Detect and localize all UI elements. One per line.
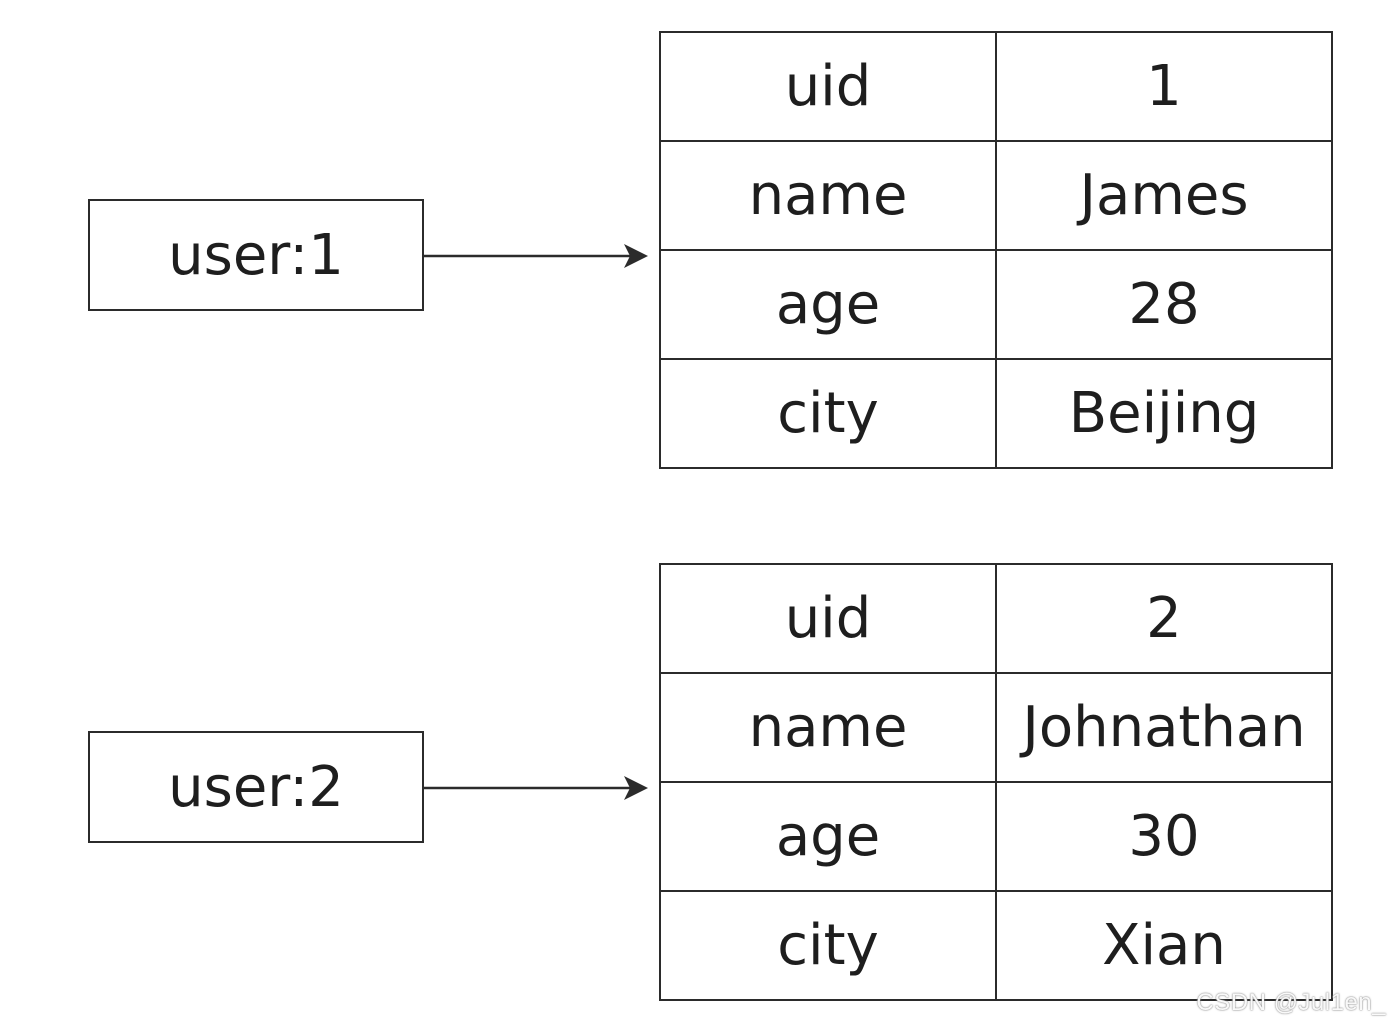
key-label: user:1 — [168, 222, 344, 288]
field-cell: name — [659, 672, 997, 783]
table-row: city Beijing — [659, 358, 1333, 469]
value-cell: Johnathan — [995, 672, 1333, 783]
value-cell: 2 — [995, 563, 1333, 674]
field-cell: age — [659, 781, 997, 892]
value-cell: Beijing — [995, 358, 1333, 469]
table-row: city Xian — [659, 890, 1333, 1001]
value-cell: 30 — [995, 781, 1333, 892]
arrow-icon — [424, 776, 648, 800]
value-cell: 1 — [995, 31, 1333, 142]
field-cell: name — [659, 140, 997, 251]
value-cell: Xian — [995, 890, 1333, 1001]
hash-table-user-2: uid 2 name Johnathan age 30 city Xian — [659, 563, 1333, 1001]
table-row: age 30 — [659, 781, 1333, 892]
value-cell: James — [995, 140, 1333, 251]
watermark: CSDN @Jul1en_ — [1196, 989, 1386, 1016]
field-cell: uid — [659, 31, 997, 142]
arrow-icon — [424, 244, 648, 268]
value-cell: 28 — [995, 249, 1333, 360]
table-row: uid 1 — [659, 31, 1333, 142]
key-box-user-2: user:2 — [88, 731, 424, 843]
table-row: age 28 — [659, 249, 1333, 360]
field-cell: city — [659, 890, 997, 1001]
table-row: name Johnathan — [659, 672, 1333, 783]
table-row: name James — [659, 140, 1333, 251]
key-box-user-1: user:1 — [88, 199, 424, 311]
field-cell: city — [659, 358, 997, 469]
field-cell: uid — [659, 563, 997, 674]
key-label: user:2 — [168, 754, 344, 820]
table-row: uid 2 — [659, 563, 1333, 674]
field-cell: age — [659, 249, 997, 360]
hash-table-user-1: uid 1 name James age 28 city Beijing — [659, 31, 1333, 469]
